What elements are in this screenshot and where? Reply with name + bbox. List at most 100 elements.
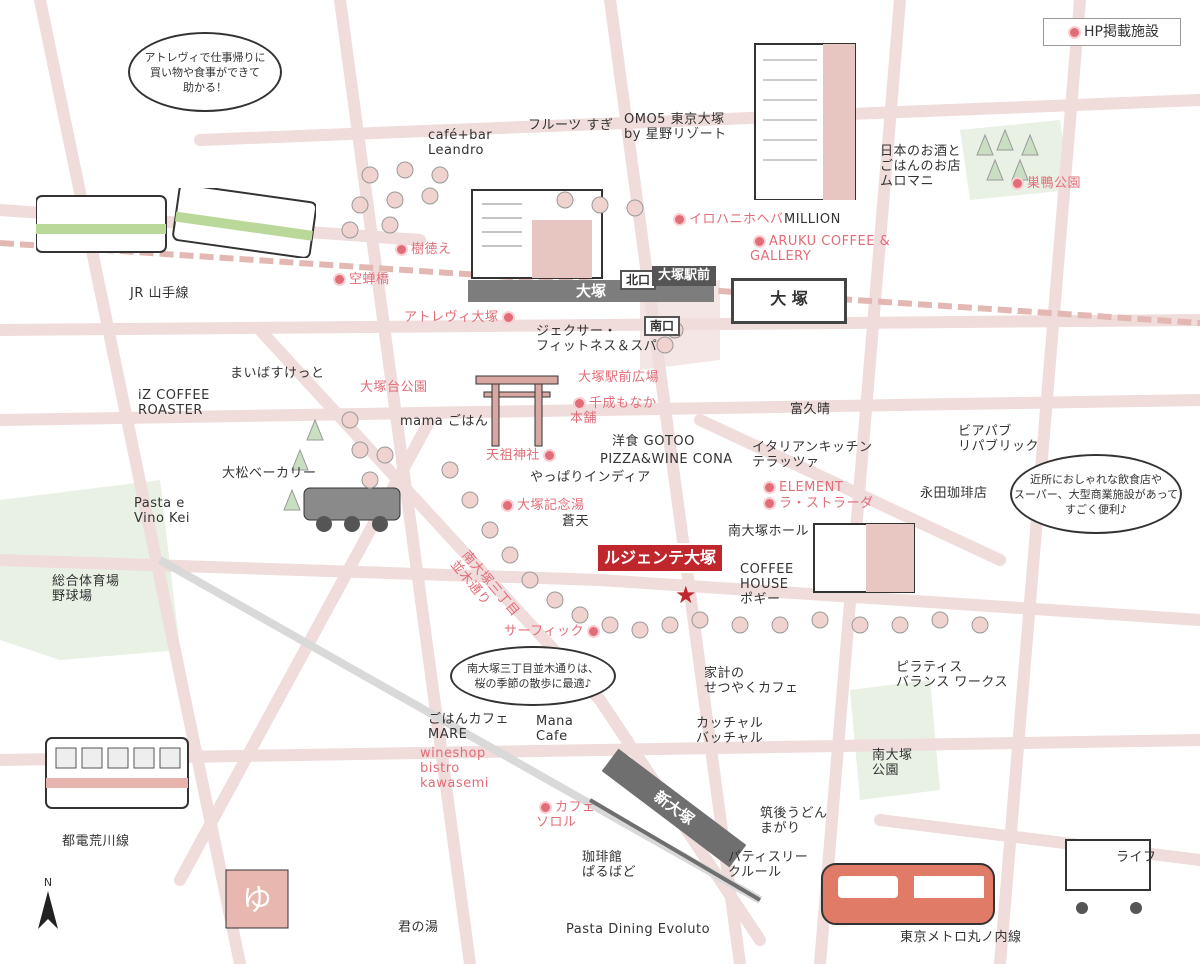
hp-marker-icon [763,497,776,510]
place-jr-yamanote: JR 山手線 [130,286,189,301]
hp-senjo-monaka[interactable]: 千成もなか 本舗 [570,396,657,426]
hp-marker-icon [501,311,515,324]
place-coffee-paruba: 珈琲館 ぱるばど [582,850,637,880]
hp-marker-icon [1068,25,1081,39]
hp-atrevie[interactable]: アトレヴィ大塚 [404,310,518,325]
place-katchal: カッチャル バッチャル [696,716,764,746]
place-yappari: やっぱりインディア [530,470,651,485]
place-minami-otsuka-park: 南大塚 公園 [872,748,913,778]
place-toden: 都電荒川線 [62,834,130,849]
place-coffee-house: COFFEE HOUSE ポギー [740,562,794,607]
hp-ekimae-hiroba[interactable]: 大塚駅前広場 [578,370,659,385]
hp-la-stratege[interactable]: ラ・ストラーダ [760,496,874,511]
hp-aruku-coffee-label: ARUKU COFFEE & GALLERY [750,234,891,264]
hp-otsukadai-park-label: 大塚台公園 [360,380,428,395]
jr-train-illustration [35,183,318,259]
property-star-icon: ★ [675,581,697,609]
hp-marker-icon [539,801,552,814]
hp-sorasemi-label: 空蝉橋 [349,272,390,287]
hp-otsukadai-park[interactable]: 大塚台公園 [360,380,428,395]
hp-irohanihoheba-label: イロハニホヘバ [689,212,784,227]
shopping-cart-icon [1058,832,1158,922]
north-arrow-icon [38,891,58,929]
speech-bubble-top-left: アトレヴィで仕事帰りに 買い物や食事ができて 助かる！ [128,32,282,112]
place-million: MILLION [784,212,841,227]
place-beer-pub: ビアパブ リパブリック [958,424,1040,454]
hp-cafe-sorora-label: カフェ ソロル [536,800,596,830]
hp-element[interactable]: ELEMENT [760,480,843,495]
hp-jutokue-label: 樹徳え [411,242,452,257]
hp-marker-icon [333,273,346,286]
place-nagata: 永田珈琲店 [920,486,988,501]
legend-box: HP掲載施設 [1043,18,1181,46]
hp-marker-icon [573,397,586,410]
hp-sugamo-park-label: 巣鴨公園 [1027,176,1082,191]
place-pizza-cona: PIZZA&WINE CONA [600,452,733,467]
place-soten: 蒼天 [562,514,590,529]
place-omo5: OMO5 東京大塚 by 星野リゾート [624,112,727,142]
place-pilates: ピラティス バランス ワークス [896,660,1008,690]
place-sogo-taiiku: 総合体育場 野球場 [52,574,120,604]
hp-element-label: ELEMENT [779,480,844,495]
lugente-otsuka-label: ルジェンテ大塚 [596,543,724,573]
toden-tram-illustration [42,718,192,818]
hp-ekimae-hiroba-label: 大塚駅前広場 [578,370,660,385]
speech-bubble-center: 南大塚三丁目並木通りは、 桜の季節の散歩に最適♪ [450,646,616,706]
hp-otsuka-kinen-label: 大塚記念湯 [517,498,585,513]
place-pasta-evoluto: Pasta Dining Evoluto [566,922,711,937]
place-kimi-no-yu: 君の湯 [398,920,439,935]
hp-marker-icon [673,213,686,226]
hp-atrevie-label: アトレヴィ大塚 [404,310,499,325]
hp-surfick[interactable]: サーフィック [504,624,603,639]
place-mama-gohan: mama ごはん [400,414,489,429]
kitaguchi-exit: 北口 [620,270,657,290]
hp-sugamo-park[interactable]: 巣鴨公園 [1008,176,1081,191]
place-life: ライフ [1116,850,1157,865]
place-yoshoku-gotoo: 洋食 GOTOO [612,434,695,449]
svg-text:ゆ: ゆ [242,883,272,918]
place-iz-coffee: iZ COFFEE ROASTER [138,388,210,418]
marunouchi-train-illustration [818,858,998,930]
legend-label: HP掲載施設 [1084,24,1159,40]
hp-sorasemi[interactable]: 空蝉橋 [330,272,390,287]
hp-marker-icon [543,449,557,462]
hp-irohanihoheba[interactable]: イロハニホヘバ [670,212,784,227]
speech-bubble-right: 近所におしゃれな飲食店や スーパー、大型商業施設があって すごく便利♪ [1010,454,1182,534]
place-cafe-leandro: café+bar Leandro [428,128,493,158]
hp-marker-icon [753,235,766,248]
steam-locomotive-illustration [300,478,410,534]
hp-otsuka-kinen[interactable]: 大塚記念湯 [498,498,585,513]
hp-wineshop[interactable]: wineshop bistro kawasemi [420,746,489,791]
place-murumani: 日本のお酒と ごはんのお店 ムロマニ [880,144,962,189]
hp-la-stratege-label: ラ・ストラーダ [779,496,874,511]
place-fruits-sugi: フルーツ すぎ [528,118,614,133]
place-gohan-mare: ごはんカフェ MARE [428,712,510,742]
otsuka-ekimae-stop: 大塚駅前 [652,266,717,286]
place-chikugo: 筑後うどん まがり [760,806,828,836]
coffee-house-building-illustration [810,514,920,594]
place-jexer: ジェクサー・ フィットネス＆スパ [536,324,658,354]
place-omatsu: 大松ベーカリー [222,466,317,481]
place-italian: イタリアンキッチン テラッツァ [752,440,873,470]
omo5-building-illustration [745,40,865,201]
hp-tenso-jinja[interactable]: 天祖神社 [486,448,559,463]
hp-cafe-sorora[interactable]: カフェ ソロル [536,800,596,830]
hp-tenso-jinja-label: 天祖神社 [486,448,541,463]
place-maibasu: まいばすけっと [230,366,325,381]
hp-marker-icon [395,243,408,256]
hp-marker-icon [763,481,776,494]
hp-wineshop-label: wineshop bistro kawasemi [420,746,489,791]
place-kake-cafe: 家計の せつやくカフェ [704,666,799,696]
place-tomikyu: 富久晴 [790,402,831,417]
hp-marker-icon [586,625,600,638]
hp-jutokue[interactable]: 樹徳え [392,242,452,257]
park-area-sports [0,480,180,660]
north-arrow: N [36,876,60,936]
minamiguchi-exit: 南口 [644,316,681,336]
sento-noren-icon: ゆ [222,866,292,932]
hp-aruku-coffee[interactable]: ARUKU COFFEE & GALLERY [750,234,890,264]
hp-marker-icon [1011,177,1024,190]
place-minami-otsuka-hall: 南大塚ホール [728,524,810,539]
